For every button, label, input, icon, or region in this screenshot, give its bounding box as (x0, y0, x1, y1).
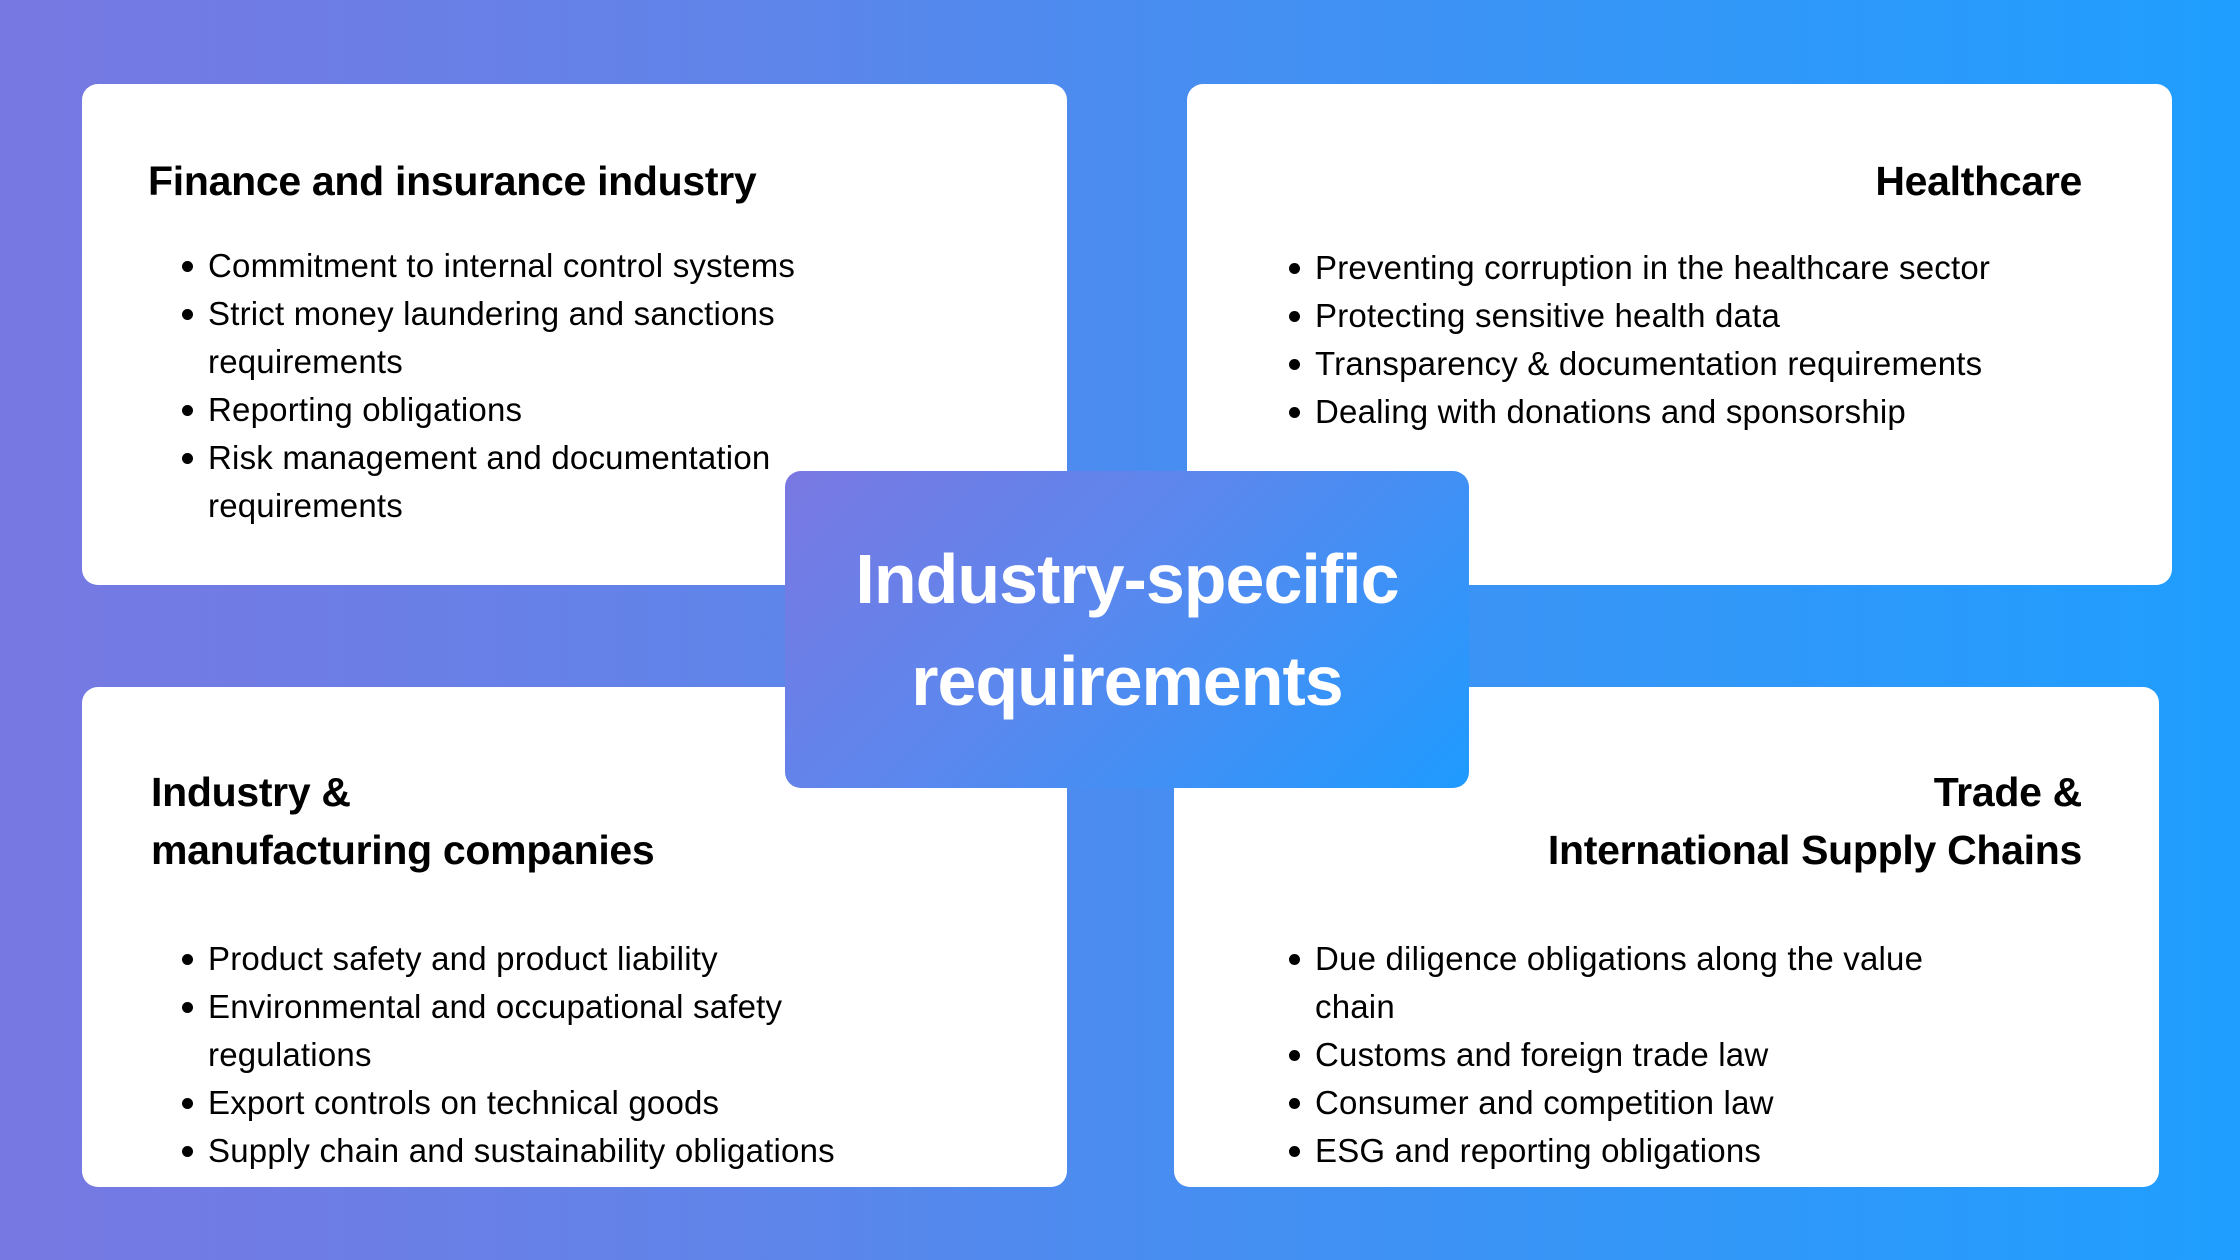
bullet-icon (182, 1146, 193, 1157)
list-item: Export controls on technical goods (182, 1079, 1042, 1127)
list-item: Transparency & documentation requirement… (1289, 340, 2149, 388)
center-title-line: Industry-specific (855, 539, 1399, 618)
list-item: Strict money laundering and sanctions re… (182, 290, 842, 386)
trade-requirements-list: Due diligence obligations along the valu… (1289, 935, 2049, 1175)
healthcare-requirements-list: Preventing corruption in the healthcare … (1289, 244, 2149, 436)
list-item: Environmental and occupational safety re… (182, 983, 1042, 1079)
healthcare-card-title: Healthcare (1875, 152, 2082, 210)
trade-title-line: Trade & (1933, 769, 2083, 815)
bullet-icon (1289, 1050, 1300, 1061)
list-item: Due diligence obligations along the valu… (1289, 935, 2049, 1031)
bullet-icon (1289, 954, 1300, 965)
bullet-icon (1289, 359, 1300, 370)
bullet-icon (1289, 1146, 1300, 1157)
bullet-icon (1289, 407, 1300, 418)
list-item: Consumer and competition law (1289, 1079, 2049, 1127)
trade-card-title: Trade & International Supply Chains (1548, 763, 2082, 879)
list-item: Product safety and product liability (182, 935, 1042, 983)
finance-insurance-card: Finance and insurance industry Commitmen… (82, 84, 1067, 585)
bullet-icon (1289, 311, 1300, 322)
finance-title-line: Finance and insurance industry (148, 158, 757, 204)
center-title-line: requirements (911, 641, 1343, 720)
bullet-icon (182, 309, 193, 320)
bullet-icon (182, 261, 193, 272)
list-item: Reporting obligations (182, 386, 842, 434)
industry-requirements-list: Product safety and product liability Env… (182, 935, 1042, 1175)
industry-title-line: manufacturing companies (151, 827, 655, 873)
finance-requirements-list: Commitment to internal control systems S… (182, 242, 842, 530)
bullet-icon (182, 1098, 193, 1109)
list-item: Protecting sensitive health data (1289, 292, 2149, 340)
bullet-icon (1289, 1098, 1300, 1109)
industry-title-line: Industry & (151, 769, 351, 815)
finance-card-title: Finance and insurance industry (148, 152, 757, 210)
bullet-icon (182, 1002, 193, 1013)
healthcare-title-line: Healthcare (1875, 158, 2082, 204)
bullet-icon (1289, 263, 1300, 274)
list-item: Risk management and documentation requir… (182, 434, 842, 530)
trade-title-line: International Supply Chains (1547, 827, 2082, 873)
list-item: Customs and foreign trade law (1289, 1031, 2049, 1079)
list-item: Dealing with donations and sponsorship (1289, 388, 2149, 436)
list-item: Preventing corruption in the healthcare … (1289, 244, 2149, 292)
list-item: Supply chain and sustainability obligati… (182, 1127, 1042, 1175)
list-item: Commitment to internal control systems (182, 242, 842, 290)
center-title-box: Industry-specific requirements (785, 471, 1469, 788)
industry-card-title: Industry & manufacturing companies (151, 763, 655, 879)
bullet-icon (182, 954, 193, 965)
list-item: ESG and reporting obligations (1289, 1127, 2049, 1175)
bullet-icon (182, 453, 193, 464)
center-title: Industry-specific requirements (855, 528, 1399, 732)
bullet-icon (182, 405, 193, 416)
